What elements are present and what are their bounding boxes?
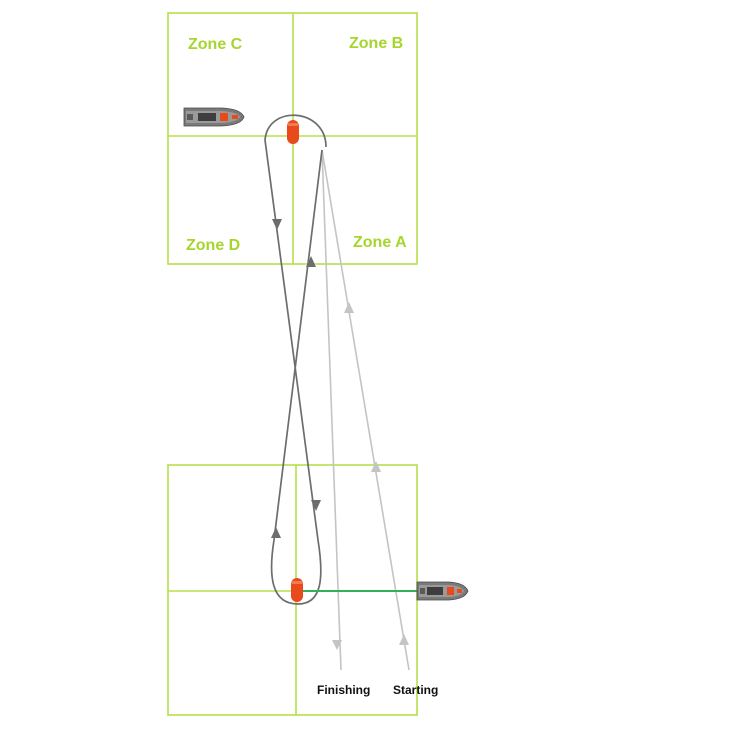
course-arrows [271, 219, 321, 538]
course-loop-track [264, 114, 327, 605]
course-arrow-up-right [306, 256, 316, 267]
buoy-icon [291, 578, 303, 602]
starting-leg-line [321, 149, 410, 671]
start-finish-arrows [332, 302, 409, 650]
zone-b-label: Zone B [349, 35, 403, 52]
course-arrow-down-left [272, 219, 282, 230]
starting-label: Starting [393, 683, 438, 697]
course-arrow-up-left [271, 527, 281, 538]
motorboat-icon [416, 581, 469, 601]
buoy-icon [287, 120, 299, 144]
zone-c-label: Zone C [188, 36, 243, 53]
start-finish-legs [321, 149, 410, 671]
motorboat-icon [183, 107, 245, 127]
starting-leg-arrow-3 [344, 302, 354, 313]
finishing-label: Finishing [317, 683, 370, 697]
course-arrow-down-right [311, 500, 321, 511]
finishing-leg-line [321, 149, 342, 671]
zone-d-label: Zone D [186, 237, 240, 254]
starting-leg-arrow-2 [371, 461, 381, 472]
finishing-leg-arrow [332, 640, 342, 650]
starting-leg-arrow-1 [399, 634, 409, 645]
zone-a-label: Zone A [353, 234, 407, 251]
